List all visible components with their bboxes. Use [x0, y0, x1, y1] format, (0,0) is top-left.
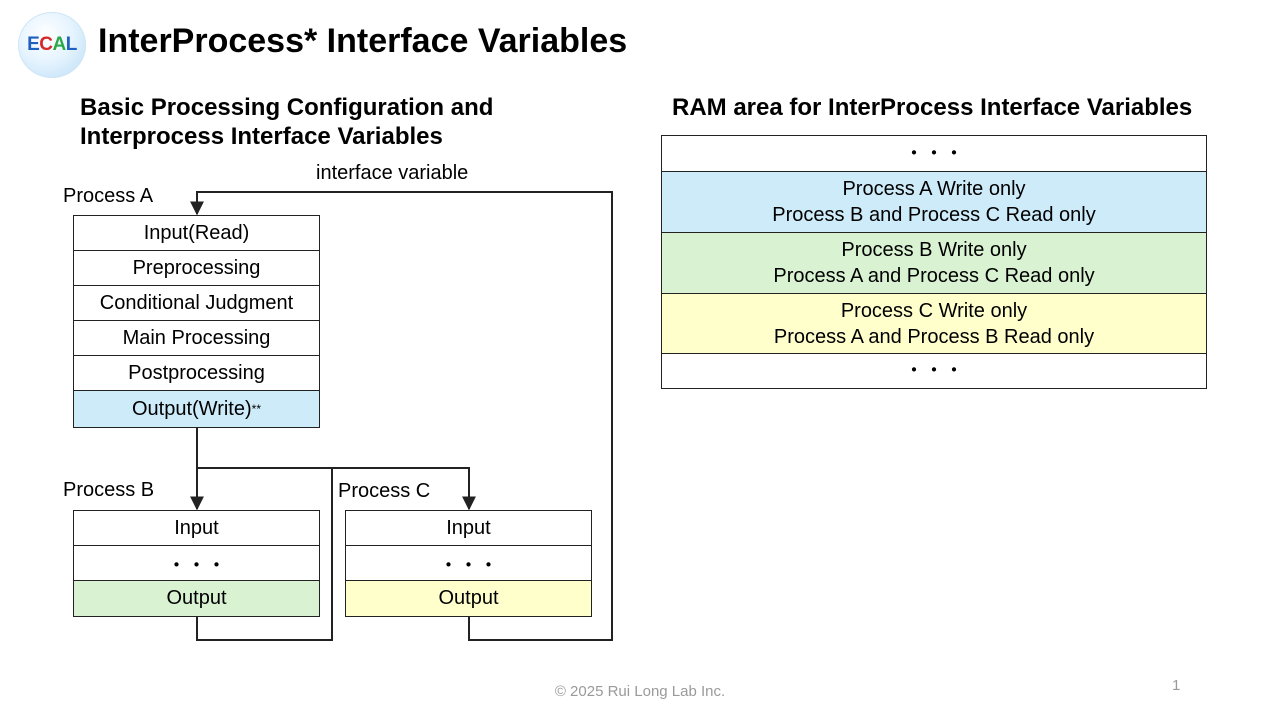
ram-row-process-a: Process A Write only Process B and Proce… — [661, 171, 1207, 233]
page-title: InterProcess* Interface Variables — [98, 22, 628, 60]
process-c-input: Input — [345, 510, 592, 547]
ram-heading: RAM area for InterProcess Interface Vari… — [672, 94, 1193, 121]
ram-row-process-b: Process B Write only Process A and Proce… — [661, 232, 1207, 294]
ram-row-c-line1: Process C Write only — [840, 299, 1028, 322]
page-number: 1 — [1172, 677, 1181, 694]
process-c-dots: ・・・ — [345, 545, 592, 582]
ram-bottom-dots: ・・・ — [661, 353, 1207, 389]
logo-letter-e: E — [27, 34, 40, 55]
process-b-input: Input — [73, 510, 320, 547]
process-a-step-preprocessing: Preprocessing — [73, 250, 320, 287]
logo-letter-l: L — [65, 34, 78, 55]
feedback-loop-line — [190, 191, 613, 641]
process-c-output: Output — [345, 580, 592, 617]
ram-row-b-line1: Process B Write only — [841, 239, 1027, 261]
ram-row-process-c: Process C Write only Process A and Proce… — [661, 293, 1207, 354]
interface-variable-label: interface variable — [316, 162, 469, 184]
process-a-step-main-processing: Main Processing — [73, 320, 320, 357]
ram-top-dots: ・・・ — [661, 135, 1207, 172]
process-a-step-postprocessing: Postprocessing — [73, 355, 320, 392]
process-b-return-line — [196, 469, 333, 641]
process-a-output-sup: ** — [251, 402, 261, 416]
a-to-c-line — [197, 467, 476, 511]
ram-row-a-line2: Process B and Process C Read only — [772, 204, 1096, 226]
process-c-label: Process C — [338, 480, 431, 502]
ram-row-a-line1: Process A Write only — [842, 178, 1026, 200]
left-heading: Basic Processing Configuration and Inter… — [80, 93, 493, 151]
process-a-step-input-read: Input(Read) — [73, 215, 320, 252]
copyright-footer: © 2025 Rui Long Lab Inc. — [554, 683, 726, 700]
left-heading-line2: Interprocess Interface Variables — [80, 123, 443, 150]
process-a-label: Process A — [63, 185, 154, 207]
process-b-label: Process B — [63, 479, 155, 501]
logo-letter-c: C — [39, 34, 53, 55]
process-a-output-write: Output(Write)** — [73, 390, 320, 428]
process-a-output-label: Output(Write) — [131, 397, 252, 420]
logo-letter-a: A — [52, 34, 67, 55]
left-heading-line1: Basic Processing Configuration and — [80, 94, 494, 121]
ram-row-c-line2: Process A and Process B Read only — [773, 325, 1095, 348]
process-b-dots: ・・・ — [73, 545, 320, 582]
ecal-logo: E C A L — [18, 12, 86, 78]
process-b-output: Output — [73, 580, 320, 617]
ram-row-b-line2: Process A and Process C Read only — [773, 265, 1095, 287]
process-a-step-conditional-judgment: Conditional Judgment — [73, 285, 320, 322]
